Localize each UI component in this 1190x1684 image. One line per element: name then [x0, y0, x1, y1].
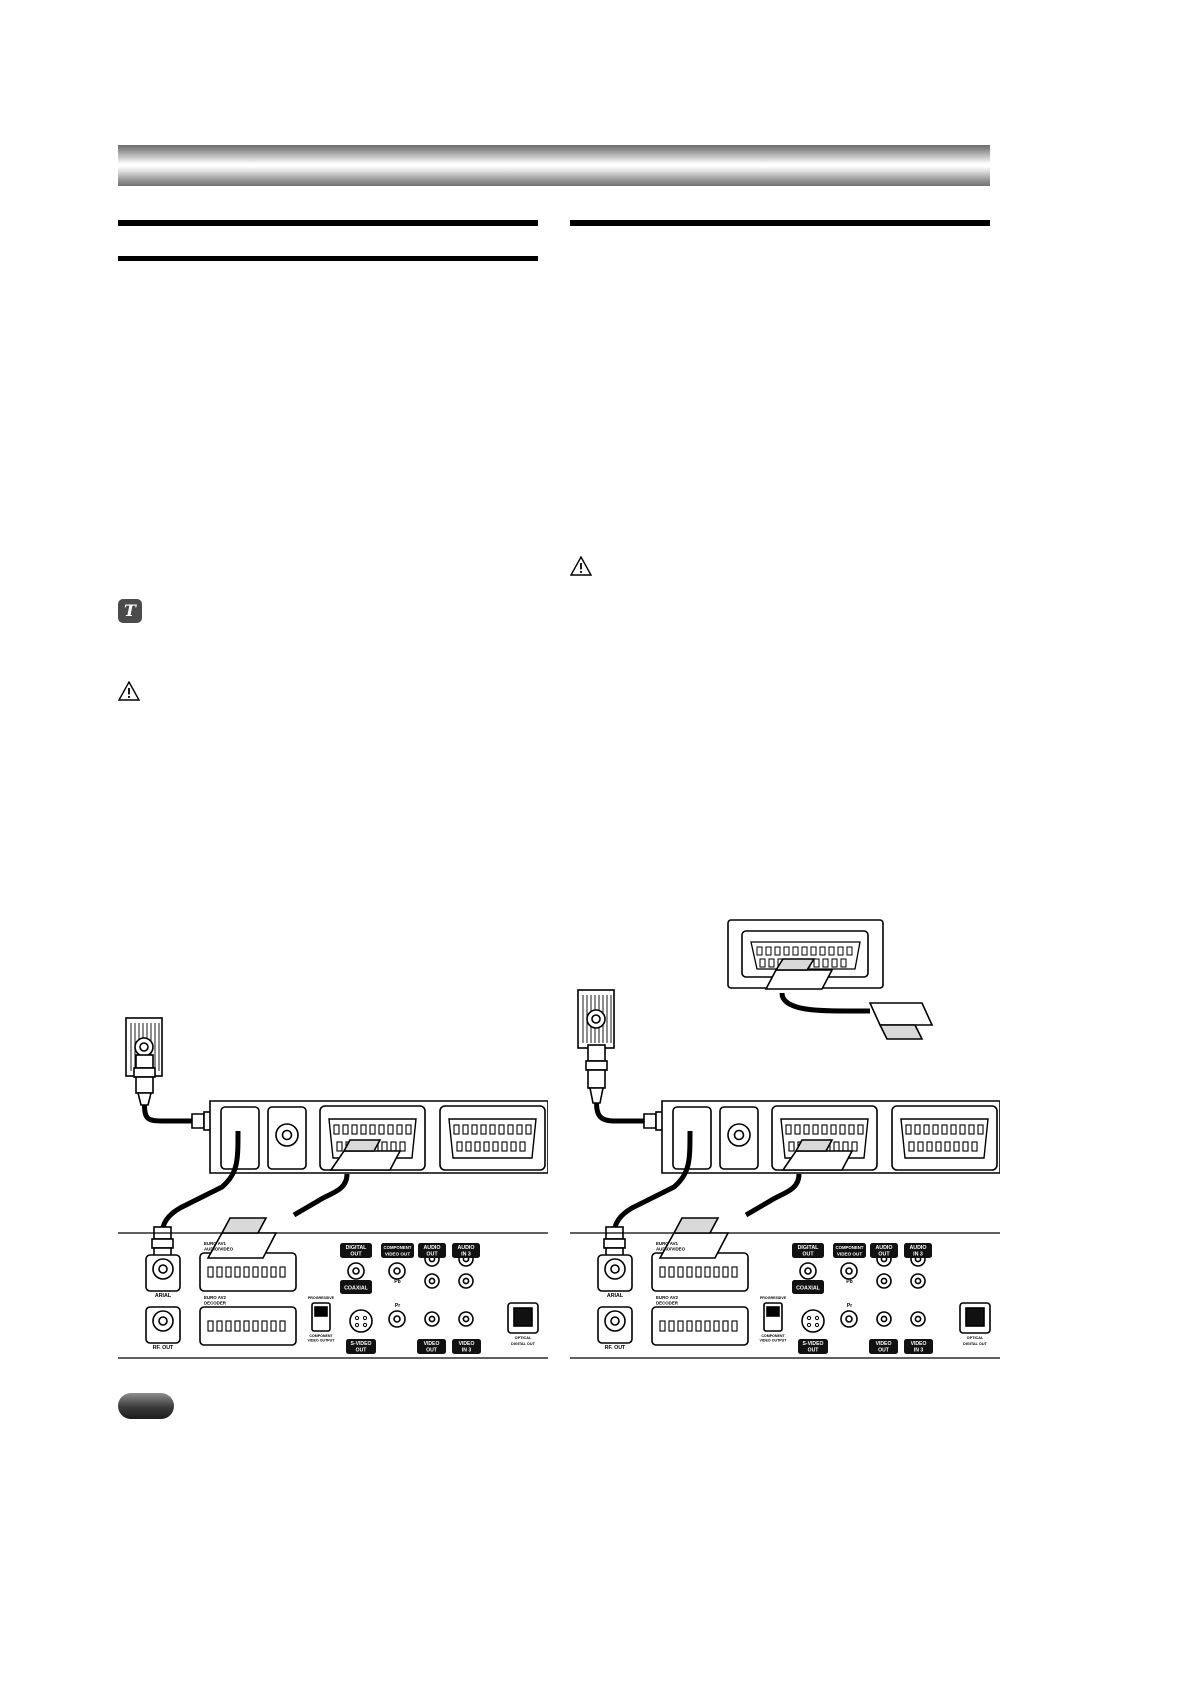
svg-text:COMPONENT: COMPONENT [309, 1334, 333, 1338]
svg-text:Pb: Pb [846, 1279, 852, 1285]
svg-text:AUDIO: AUDIO [909, 1245, 926, 1251]
caution-block-right [570, 556, 990, 576]
svg-text:AUDIO/VIDEO: AUDIO/VIDEO [204, 1247, 234, 1252]
tip-block: T [118, 599, 538, 623]
left-paragraph-4 [118, 463, 538, 479]
svg-text:IN 3: IN 3 [461, 1252, 471, 1258]
left-section-title [118, 232, 538, 252]
svg-text:ARIAL: ARIAL [155, 1293, 172, 1299]
svg-text:VIDEO OUTPUT: VIDEO OUTPUT [760, 1339, 788, 1343]
svg-text:RF. OUT: RF. OUT [153, 1345, 174, 1351]
svg-text:VIDEO OUT: VIDEO OUT [837, 1252, 862, 1257]
svg-text:DECODER: DECODER [656, 1301, 679, 1306]
caution-text-right [600, 556, 990, 575]
rf-antenna-scart-to-tv-and-decoder-connection-diagram: DIGITAL OUT COAXIAL COMPONENT VIDEO OUT … [570, 915, 1000, 1370]
svg-text:ARIAL: ARIAL [607, 1293, 624, 1299]
left-paragraph-3 [118, 407, 538, 423]
svg-text:OUT: OUT [426, 1252, 438, 1258]
svg-text:Pb: Pb [394, 1279, 400, 1285]
svg-text:OUT: OUT [808, 1348, 820, 1354]
right-paragraph-3 [570, 392, 990, 408]
caution-block-left [118, 681, 538, 701]
page-number-badge [118, 1393, 174, 1419]
warning-triangle-icon [570, 556, 592, 576]
svg-text:OUT: OUT [350, 1252, 362, 1258]
svg-text:COAXIAL: COAXIAL [796, 1286, 821, 1292]
svg-text:AUDIO: AUDIO [423, 1245, 440, 1251]
svg-text:OPTICAL: OPTICAL [967, 1336, 984, 1340]
svg-text:OUT: OUT [878, 1252, 890, 1258]
page-number [118, 1393, 174, 1419]
svg-text:AUDIO: AUDIO [457, 1245, 474, 1251]
svg-text:DIGITAL OUT: DIGITAL OUT [511, 1342, 536, 1346]
right-paragraph-4 [570, 448, 990, 464]
svg-text:RF. OUT: RF. OUT [605, 1345, 626, 1351]
svg-text:VIDEO OUT: VIDEO OUT [385, 1252, 410, 1257]
right-paragraph-1 [570, 304, 990, 320]
svg-text:IN 3: IN 3 [462, 1348, 472, 1354]
svg-text:Pr: Pr [395, 1303, 400, 1309]
svg-text:S-VIDEO: S-VIDEO [803, 1341, 824, 1347]
svg-text:PROGRESSIVE: PROGRESSIVE [760, 1296, 787, 1300]
svg-text:DIGITAL: DIGITAL [798, 1245, 820, 1251]
svg-text:Pr: Pr [847, 1303, 852, 1309]
svg-text:OUT: OUT [356, 1348, 368, 1354]
right-section-title [570, 232, 990, 252]
warning-triangle-icon [118, 681, 140, 701]
svg-text:VIDEO: VIDEO [459, 1341, 475, 1347]
svg-text:EURO AV2: EURO AV2 [204, 1295, 227, 1300]
left-section-rule-top [118, 220, 538, 226]
svg-text:PROGRESSIVE: PROGRESSIVE [308, 1296, 335, 1300]
left-paragraph-2 [118, 363, 538, 379]
svg-text:COMPONENT: COMPONENT [761, 1334, 785, 1338]
svg-text:VIDEO: VIDEO [876, 1341, 892, 1347]
svg-text:COMPONENT: COMPONENT [836, 1245, 864, 1250]
caution-text-left [148, 681, 538, 700]
right-section-rule-top [570, 220, 990, 226]
svg-text:COMPONENT: COMPONENT [384, 1245, 412, 1250]
svg-text:DIGITAL OUT: DIGITAL OUT [963, 1342, 988, 1346]
svg-text:DIGITAL: DIGITAL [346, 1245, 368, 1251]
svg-text:VIDEO: VIDEO [424, 1341, 440, 1347]
right-column [570, 220, 990, 582]
rf-antenna-and-scart-connection-diagram: DIGITAL OUT COAXIAL COMPONENT VIDEO OUT … [118, 915, 548, 1370]
tip-text [150, 599, 538, 618]
left-paragraph-5 [118, 539, 538, 555]
svg-text:VIDEO: VIDEO [911, 1341, 927, 1347]
svg-text:IN 3: IN 3 [914, 1348, 924, 1354]
svg-text:EURO AV1: EURO AV1 [656, 1241, 679, 1246]
svg-text:AUDIO: AUDIO [875, 1245, 892, 1251]
left-subsection-title [118, 267, 538, 287]
left-subsection-rule [118, 256, 538, 261]
svg-text:OUT: OUT [426, 1348, 438, 1354]
left-paragraph-1 [118, 319, 538, 335]
tip-script-t-icon: T [118, 599, 142, 623]
svg-text:AUDIO/VIDEO: AUDIO/VIDEO [656, 1247, 686, 1252]
header-band [118, 145, 990, 186]
svg-text:OUT: OUT [878, 1348, 890, 1354]
svg-text:IN 3: IN 3 [913, 1252, 923, 1258]
svg-text:EURO AV1: EURO AV1 [204, 1241, 227, 1246]
right-paragraph-2 [570, 348, 990, 364]
svg-text:EURO AV2: EURO AV2 [656, 1295, 679, 1300]
left-column: T [118, 220, 538, 707]
page-title [140, 152, 970, 180]
svg-text:S-VIDEO: S-VIDEO [351, 1341, 372, 1347]
svg-text:COAXIAL: COAXIAL [344, 1286, 369, 1292]
svg-text:OPTICAL: OPTICAL [515, 1336, 532, 1340]
svg-text:OUT: OUT [802, 1252, 814, 1258]
svg-text:DECODER: DECODER [204, 1301, 227, 1306]
svg-text:VIDEO OUTPUT: VIDEO OUTPUT [308, 1339, 336, 1343]
